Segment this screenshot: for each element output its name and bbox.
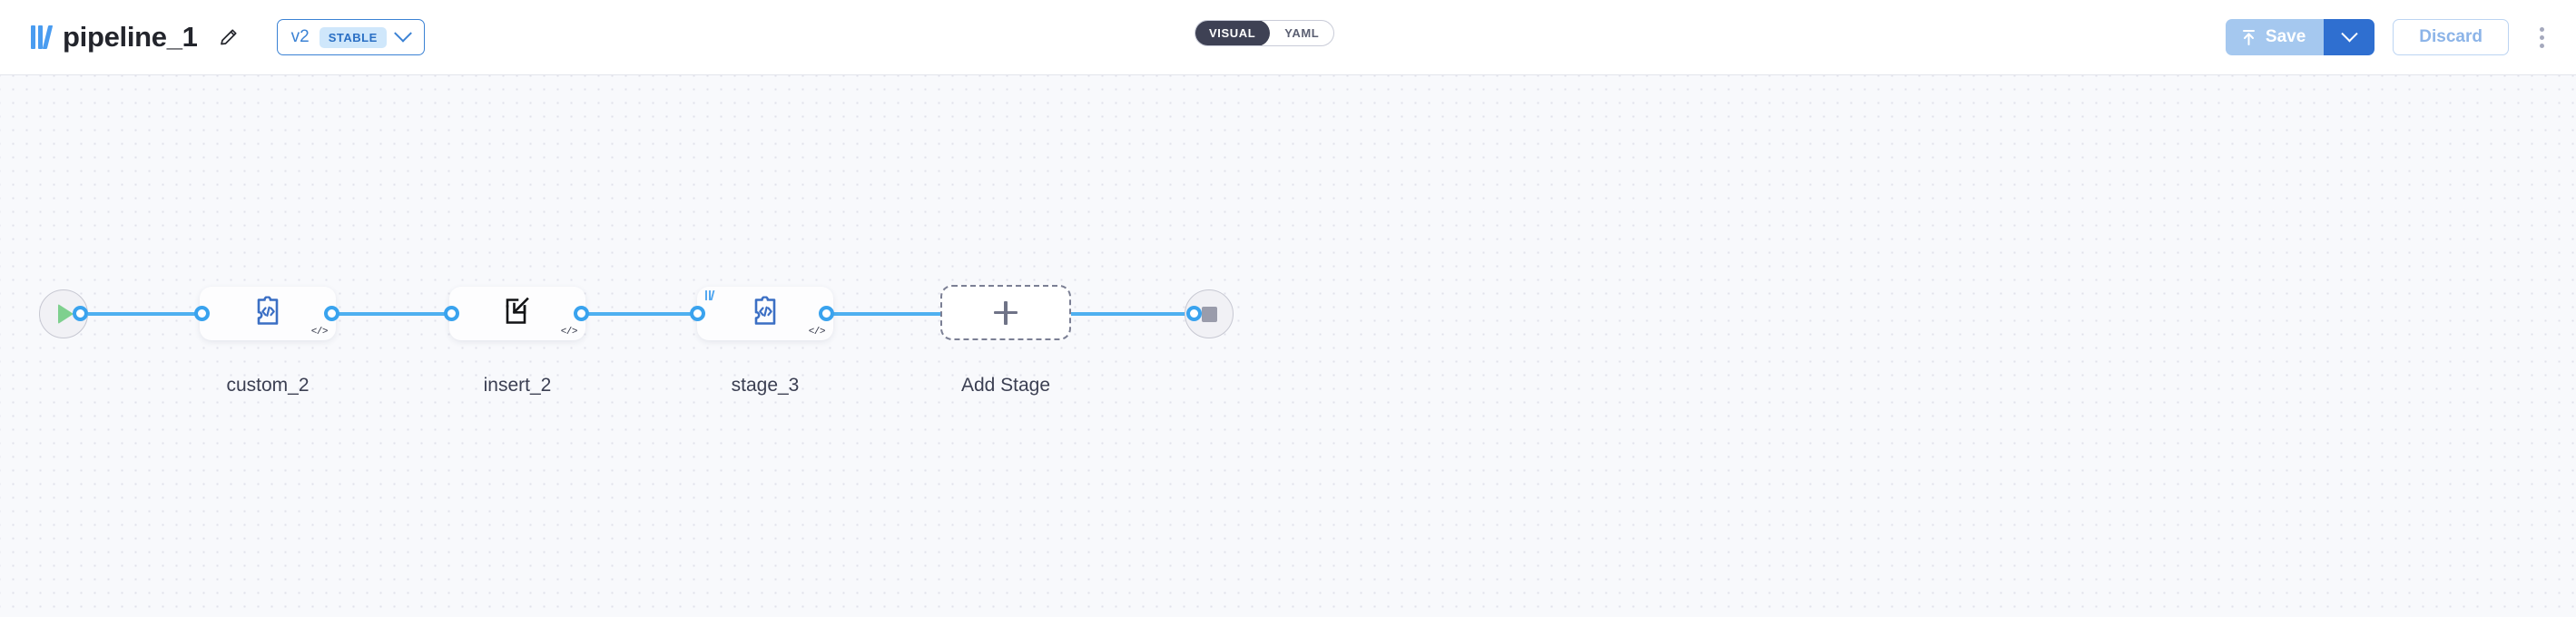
page-title: pipeline_1 bbox=[63, 21, 198, 53]
chevron-down-icon bbox=[393, 24, 412, 43]
puzzle-code-icon bbox=[748, 295, 782, 331]
chevron-down-icon bbox=[2341, 24, 2358, 42]
add-stage-label: Add Stage bbox=[960, 375, 1051, 396]
code-badge: </> bbox=[808, 327, 826, 338]
flow-connector bbox=[80, 312, 209, 316]
node-port[interactable] bbox=[324, 306, 339, 321]
flow-connector bbox=[579, 312, 703, 316]
pipeline-node-insert-2[interactable]: </> bbox=[449, 287, 585, 340]
kebab-menu-icon[interactable] bbox=[2527, 19, 2556, 55]
puzzle-code-icon bbox=[251, 295, 285, 331]
flow-connector bbox=[1069, 312, 1198, 316]
pipeline-node-label: stage_3 bbox=[731, 375, 800, 396]
stop-square-icon bbox=[1201, 306, 1217, 322]
discard-button[interactable]: Discard bbox=[2393, 19, 2509, 55]
pipeline-node-label: insert_2 bbox=[483, 375, 552, 396]
pipeline-bars-logo-badge bbox=[705, 290, 715, 300]
pipeline-canvas[interactable]: </> custom_2 </> insert_2 bbox=[0, 75, 2576, 617]
node-port[interactable] bbox=[73, 306, 88, 321]
play-icon bbox=[58, 304, 74, 324]
insert-into-box-icon bbox=[500, 295, 535, 332]
status-badge: STABLE bbox=[319, 26, 387, 48]
pencil-icon[interactable] bbox=[215, 24, 242, 51]
pipeline-node-stage-3[interactable]: </> bbox=[697, 287, 833, 340]
pipeline-node-custom-2[interactable]: </> bbox=[200, 287, 336, 340]
header-actions: Save Discard bbox=[2225, 19, 2556, 55]
code-badge: </> bbox=[310, 327, 329, 338]
pipeline-bars-logo bbox=[31, 25, 54, 49]
node-port[interactable] bbox=[690, 306, 705, 321]
code-badge: </> bbox=[560, 327, 578, 338]
tab-yaml[interactable]: YAML bbox=[1284, 26, 1320, 40]
node-port[interactable] bbox=[819, 306, 834, 321]
node-port[interactable] bbox=[1186, 306, 1202, 321]
node-port[interactable] bbox=[194, 306, 210, 321]
flow-connector bbox=[824, 312, 948, 316]
save-dropdown-button[interactable] bbox=[2324, 19, 2375, 55]
flow-connector bbox=[331, 312, 457, 316]
save-button-group: Save bbox=[2225, 19, 2375, 55]
node-port[interactable] bbox=[444, 306, 459, 321]
tab-visual[interactable]: VISUAL bbox=[1195, 21, 1271, 45]
upload-arrow-icon bbox=[2242, 29, 2255, 45]
plus-icon-vertical bbox=[1004, 300, 1008, 325]
add-stage-button[interactable] bbox=[940, 285, 1071, 340]
node-port[interactable] bbox=[574, 306, 589, 321]
pipeline-node-label: custom_2 bbox=[226, 375, 310, 396]
mode-toggle[interactable]: VISUAL YAML bbox=[1195, 20, 1335, 46]
app-header: pipeline_1 v2 STABLE VISUAL YAML Save bbox=[0, 0, 2576, 75]
version-select[interactable]: v2 STABLE bbox=[276, 19, 425, 55]
version-label: v2 bbox=[290, 27, 310, 46]
save-button[interactable]: Save bbox=[2225, 19, 2325, 55]
save-button-label: Save bbox=[2265, 27, 2306, 46]
